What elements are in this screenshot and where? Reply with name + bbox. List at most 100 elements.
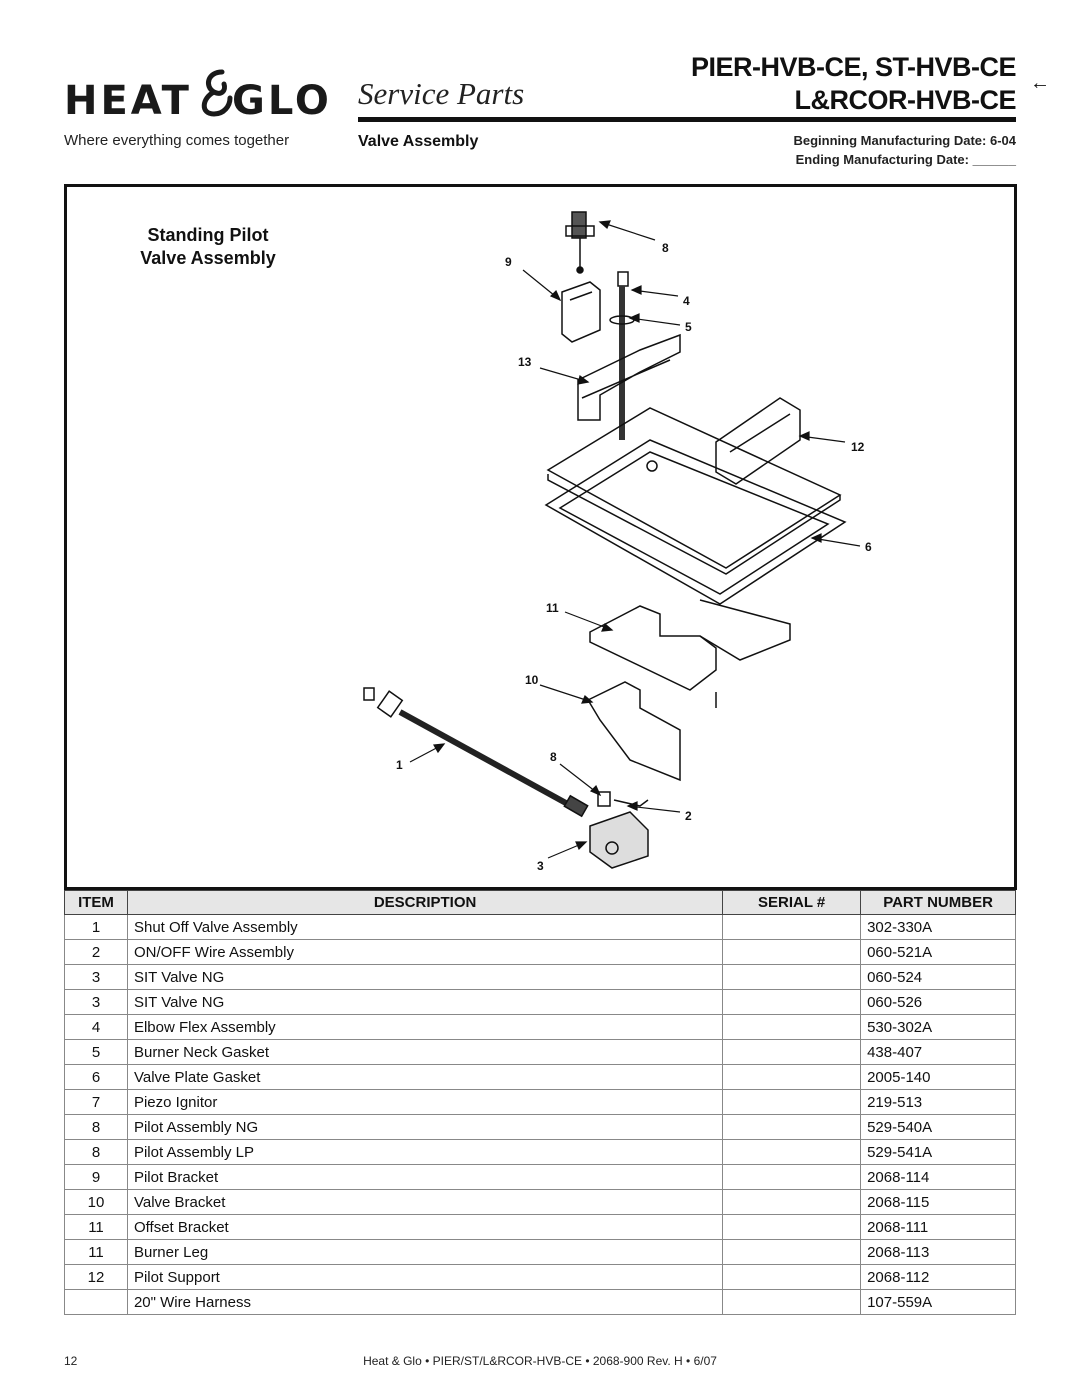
cell-part-number: 2068-115 bbox=[860, 1189, 1016, 1215]
cell-item: 2 bbox=[64, 939, 128, 965]
diagram-title-line-1: Standing Pilot bbox=[147, 225, 269, 245]
cell-serial bbox=[722, 1289, 862, 1315]
cell-description: Offset Bracket bbox=[126, 1214, 724, 1240]
cell-part-number: 2068-112 bbox=[860, 1264, 1016, 1290]
section-title: Valve Assembly bbox=[358, 133, 479, 150]
cell-serial bbox=[722, 1164, 862, 1190]
ampersand-logo-mark bbox=[201, 69, 233, 117]
cell-description: Valve Bracket bbox=[126, 1189, 724, 1215]
header-item: ITEM bbox=[64, 890, 128, 915]
cell-part-number: 530-302A bbox=[860, 1014, 1016, 1040]
cell-part-number: 529-541A bbox=[860, 1139, 1016, 1165]
header-description: DESCRIPTION bbox=[126, 890, 724, 915]
cell-serial bbox=[722, 1089, 862, 1115]
cell-item: 7 bbox=[64, 1089, 128, 1115]
cell-serial bbox=[722, 1214, 862, 1240]
date-info: Beginning Manufacturing Date: 6-04 Endin… bbox=[794, 131, 1017, 169]
model-line-1: PIER-HVB-CE, ST-HVB-CE bbox=[690, 52, 1017, 82]
cell-serial bbox=[722, 1139, 862, 1165]
cell-part-number: 107-559A bbox=[860, 1289, 1016, 1315]
cell-item: 9 bbox=[64, 1164, 128, 1190]
cell-part-number: 2068-113 bbox=[860, 1239, 1016, 1265]
cell-part-number: 302-330A bbox=[860, 914, 1016, 940]
table-row: 20" Wire Harness 107-559A bbox=[64, 1289, 1016, 1315]
logo-glo: GLO bbox=[232, 78, 332, 124]
cell-part-number: 438-407 bbox=[860, 1039, 1016, 1065]
cell-item: 1 bbox=[64, 914, 128, 940]
callout-3: 3 bbox=[537, 859, 544, 873]
gasket-part bbox=[544, 439, 847, 605]
callout-6: 6 bbox=[865, 540, 872, 554]
header-rule bbox=[358, 117, 1016, 122]
cell-description: Pilot Bracket bbox=[126, 1164, 724, 1190]
begin-date-label: Beginning Manufacturing Date: bbox=[793, 133, 987, 148]
shutoff-valve-part bbox=[363, 687, 589, 818]
cell-description: Burner Neck Gasket bbox=[126, 1039, 724, 1065]
doc-type-title: Service Parts bbox=[358, 76, 525, 111]
offset-bracket-part bbox=[589, 605, 717, 691]
elbow-flex-part bbox=[609, 271, 635, 440]
cell-serial bbox=[722, 1239, 862, 1265]
end-date-row: Ending Manufacturing Date: ______ bbox=[794, 150, 1016, 169]
cell-description: SIT Valve NG bbox=[126, 989, 724, 1015]
cell-serial bbox=[722, 989, 862, 1015]
cell-item: 5 bbox=[64, 1039, 128, 1065]
cell-description: Pilot Assembly LP bbox=[126, 1139, 724, 1165]
cell-serial bbox=[722, 914, 862, 940]
cell-serial bbox=[722, 1114, 862, 1140]
begin-date-row: Beginning Manufacturing Date: 6-04 bbox=[794, 131, 1017, 150]
cell-serial bbox=[722, 1064, 862, 1090]
cell-serial bbox=[722, 964, 862, 990]
end-date-value: ______ bbox=[972, 152, 1016, 167]
begin-date-value: 6-04 bbox=[989, 133, 1016, 148]
left-support-part bbox=[577, 333, 681, 421]
callout-8-bottom: 8 bbox=[550, 750, 557, 764]
cell-item: 11 bbox=[64, 1214, 128, 1240]
cell-item: 4 bbox=[64, 1014, 128, 1040]
cell-description: ON/OFF Wire Assembly bbox=[126, 939, 724, 965]
cell-serial bbox=[722, 939, 862, 965]
cell-serial bbox=[722, 1264, 862, 1290]
cell-serial bbox=[722, 1189, 862, 1215]
cell-serial bbox=[722, 1039, 862, 1065]
cell-part-number: 2068-111 bbox=[860, 1214, 1016, 1240]
back-arrow-icon[interactable]: ← bbox=[1030, 72, 1050, 94]
cell-item: 10 bbox=[64, 1189, 128, 1215]
diagram-title: Standing Pilot Valve Assembly bbox=[128, 225, 288, 269]
model-line-2: L&RCOR-HVB-CE bbox=[794, 85, 1017, 115]
cell-description: 20" Wire Harness bbox=[126, 1289, 724, 1315]
pilot-and-wire-part bbox=[597, 791, 649, 807]
callout-leaders bbox=[409, 220, 861, 859]
pilot-bracket-part bbox=[561, 281, 601, 343]
right-support-part bbox=[715, 397, 801, 485]
brand-logo: HEAT GLO bbox=[64, 69, 329, 124]
cell-part-number: 060-526 bbox=[860, 989, 1016, 1015]
exploded-parts-diagram bbox=[363, 211, 861, 869]
cell-item: 12 bbox=[64, 1264, 128, 1290]
cell-item: 8 bbox=[64, 1139, 128, 1165]
callout-8-top: 8 bbox=[662, 241, 669, 255]
cell-part-number: 2005-140 bbox=[860, 1064, 1016, 1090]
cell-description: Shut Off Valve Assembly bbox=[126, 914, 724, 940]
cell-description: Pilot Support bbox=[126, 1264, 724, 1290]
callout-4: 4 bbox=[683, 294, 690, 308]
cell-description: Valve Plate Gasket bbox=[126, 1064, 724, 1090]
cell-item: 3 bbox=[64, 989, 128, 1015]
valve-plate-part bbox=[546, 407, 842, 575]
callout-9: 9 bbox=[505, 255, 512, 269]
cell-description: Piezo Ignitor bbox=[126, 1089, 724, 1115]
burner-leg-part bbox=[699, 599, 791, 661]
cell-part-number: 2068-114 bbox=[860, 1164, 1016, 1190]
valve-bracket-part bbox=[586, 681, 681, 782]
